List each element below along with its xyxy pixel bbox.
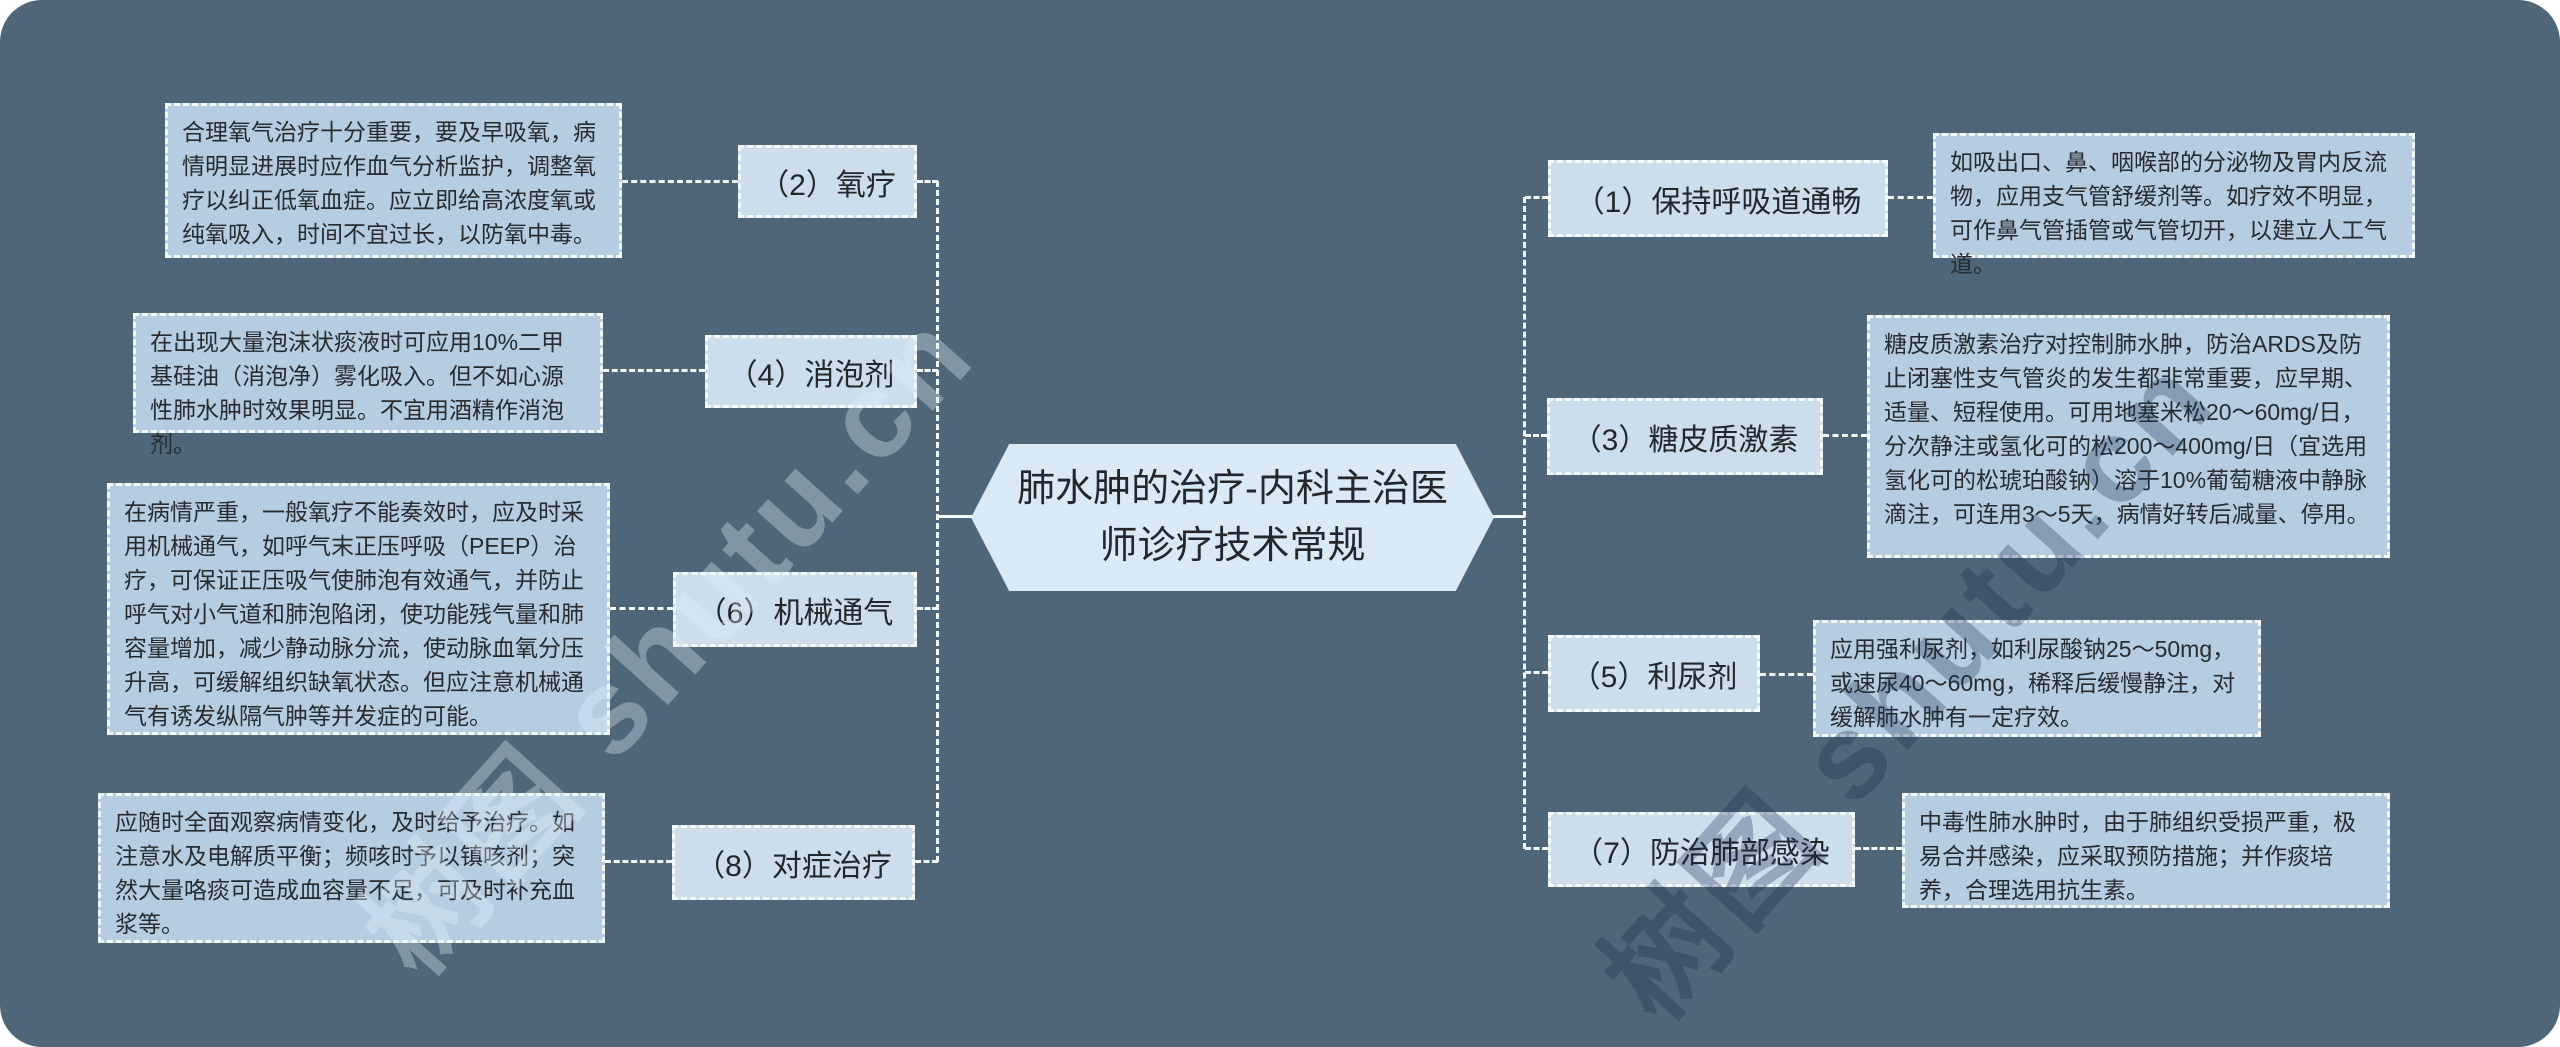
connector-detail-node-2 [622, 180, 738, 183]
connector-node-6-spine [917, 607, 938, 610]
detail-box-glucocorticoid[interactable]: 糖皮质激素治疗对控制肺水肿，防治ARDS及防止闭塞性支气管炎的发生都非常重要，应… [1867, 315, 2390, 558]
connector-detail-node-8 [605, 860, 672, 863]
connector-spine-node-1 [1525, 196, 1548, 199]
connector-node-4-spine [917, 369, 938, 372]
connector-node-1-detail [1888, 196, 1933, 199]
connector-spine-node-5 [1525, 671, 1548, 674]
central-topic-node[interactable]: 肺水肿的治疗-内科主治医师诊疗技术常规 [971, 444, 1494, 591]
detail-box-diuretic[interactable]: 应用强利尿剂，如利尿酸钠25～50mg，或速尿40～60mg，稀释后缓慢静注，对… [1813, 620, 2261, 737]
node-glucocorticoid[interactable]: （3）糖皮质激素 [1547, 398, 1823, 475]
connector-spine-node-7 [1525, 847, 1548, 850]
connector-spine-node-3 [1525, 434, 1547, 437]
connector-right-vertical [1523, 197, 1526, 849]
connector-node-3-detail [1823, 434, 1867, 437]
detail-box-defoamer[interactable]: 在出现大量泡沫状痰液时可应用10%二甲基硅油（消泡净）雾化吸入。但不如心源性肺水… [133, 313, 603, 457]
connector-node-8-spine [915, 860, 938, 863]
connector-title-left [936, 515, 975, 518]
detail-box-keep-airway-open[interactable]: 如吸出口、鼻、咽喉部的分泌物及胃内反流物，应用支气管舒缓剂等。如疗效不明显，可作… [1933, 133, 2415, 277]
detail-box-prevent-lung-infection[interactable]: 中毒性肺水肿时，由于肺组织受损严重，极易合并感染，应采取预防措施；并作痰培养，合… [1902, 793, 2390, 908]
connector-node-5-detail [1760, 673, 1813, 676]
node-prevent-lung-infection[interactable]: （7）防治肺部感染 [1548, 812, 1855, 887]
central-topic-title: 肺水肿的治疗-内科主治医师诊疗技术常规 [1017, 467, 1448, 567]
connector-detail-node-4 [603, 369, 705, 372]
node-keep-airway-open[interactable]: （1）保持呼吸道通畅 [1548, 160, 1888, 237]
connector-detail-node-6 [610, 607, 673, 610]
node-mechanical-ventilation[interactable]: （6）机械通气 [673, 572, 917, 647]
node-symptomatic-treatment[interactable]: （8）对症治疗 [672, 825, 915, 900]
connector-node-2-spine [917, 180, 938, 183]
node-oxygen-therapy[interactable]: （2）氧疗 [738, 145, 917, 218]
node-diuretic[interactable]: （5）利尿剂 [1548, 635, 1760, 712]
connector-node-7-detail [1855, 847, 1902, 850]
detail-box-oxygen-therapy[interactable]: 合理氧气治疗十分重要，要及早吸氧，病情明显进展时应作血气分析监护，调整氧疗以纠正… [165, 103, 622, 258]
detail-box-symptomatic-treatment[interactable]: 应随时全面观察病情变化，及时给予治疗。如注意水及电解质平衡；频咳时予以镇咳剂；突… [98, 793, 605, 943]
node-defoamer[interactable]: （4）消泡剂 [705, 335, 917, 408]
connector-left-vertical [936, 181, 939, 862]
detail-box-mechanical-ventilation[interactable]: 在病情严重，一般氧疗不能奏效时，应及时采用机械通气，如呼气末正压呼吸（PEEP）… [107, 483, 610, 735]
connector-title-right [1492, 515, 1525, 518]
